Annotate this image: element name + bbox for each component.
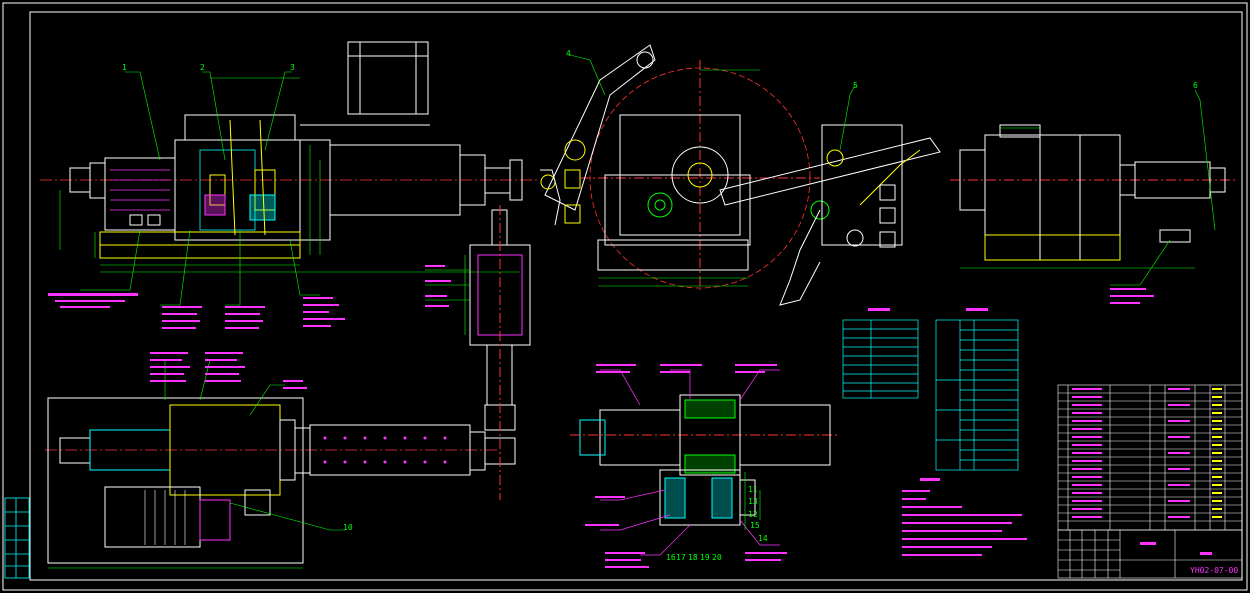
balloon-label-14: 14 — [758, 534, 768, 543]
balloon-label-20: 20 — [712, 553, 722, 562]
parameter-table-1-text — [868, 308, 890, 311]
balloon-label-3: 3 — [290, 63, 295, 72]
drawing-number: YH02-07-00 — [1190, 566, 1238, 575]
balloon-label-18: 18 — [688, 553, 698, 562]
balloon-label-6: 6 — [1193, 81, 1198, 90]
shaft-section — [425, 205, 531, 500]
balloon-label-12: 12 — [748, 510, 758, 519]
balloon-label-19: 19 — [700, 553, 710, 562]
balloon-label-17: 17 — [676, 553, 686, 562]
balloon-label-16: 16 — [666, 553, 676, 562]
balloon-label-1: 1 — [122, 63, 127, 72]
balloon-label-11: 11 — [748, 485, 758, 494]
plan-view-winch — [45, 352, 516, 569]
parameter-table-1 — [842, 319, 919, 399]
parts-list-entries — [1072, 388, 1190, 518]
parts-list-numbers — [1212, 388, 1222, 518]
bearing-detail-section — [570, 364, 840, 568]
binding-margin — [4, 497, 30, 579]
front-view-winch — [40, 41, 540, 329]
balloon-label-4: 4 — [566, 49, 571, 58]
side-view-linkage — [540, 44, 941, 306]
balloon-label-15: 15 — [750, 521, 760, 530]
balloon-label-13: 13 — [748, 497, 758, 506]
balloon-label-10: 10 — [343, 523, 353, 532]
inner-frame — [29, 11, 1243, 581]
title-block — [1057, 529, 1243, 579]
parameter-table-2-text — [966, 308, 988, 311]
end-view-winch — [950, 89, 1235, 304]
balloon-label-2: 2 — [200, 63, 205, 72]
title-block-text — [1140, 542, 1212, 555]
parts-list-table — [1057, 384, 1243, 531]
technical-notes — [902, 478, 1027, 556]
parameter-table-2 — [935, 319, 1019, 471]
balloon-label-5: 5 — [853, 81, 858, 90]
